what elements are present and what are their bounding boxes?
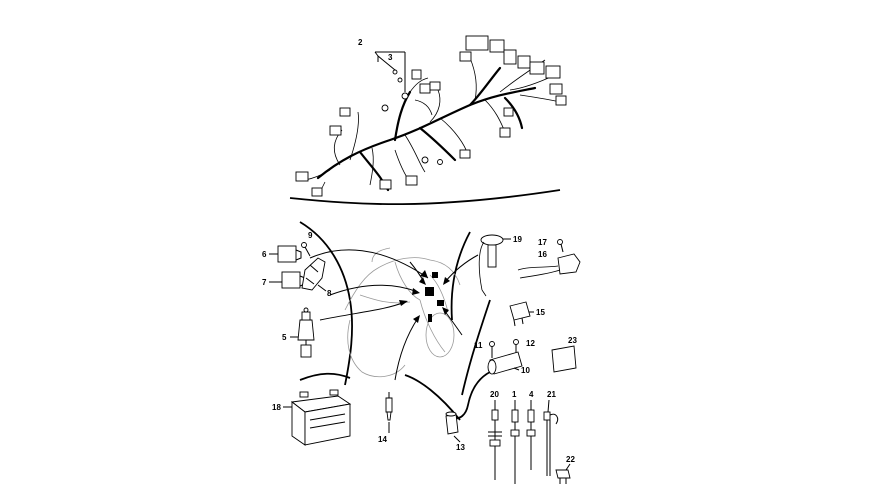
label-23: 23 bbox=[568, 336, 577, 345]
divider-arc-right-mid bbox=[461, 299, 491, 396]
label-20: 20 bbox=[490, 390, 499, 399]
part-9-screw bbox=[301, 242, 311, 257]
arrow-14 bbox=[394, 317, 419, 381]
part-21-cable bbox=[543, 411, 559, 476]
label-4: 4 bbox=[529, 390, 534, 399]
center-fuse bbox=[432, 272, 438, 278]
label-7: 7 bbox=[262, 278, 267, 287]
wiring-harness bbox=[295, 35, 567, 197]
divider-arc-top bbox=[289, 189, 561, 206]
divider-arc-bottom-left bbox=[299, 372, 351, 381]
part-8-bracket bbox=[301, 257, 326, 291]
label-3: 3 bbox=[388, 53, 393, 62]
part-18-battery bbox=[290, 389, 352, 446]
label-17: 17 bbox=[538, 238, 547, 247]
label-19: 19 bbox=[513, 235, 522, 244]
center-relay-block bbox=[425, 287, 434, 296]
part-4-fuse bbox=[526, 409, 536, 470]
label-2: 2 bbox=[358, 38, 363, 47]
divider-arc-left bbox=[299, 221, 353, 386]
label-22: 22 bbox=[566, 455, 575, 464]
part-17-screw bbox=[557, 239, 564, 253]
label-16: 16 bbox=[538, 250, 547, 259]
part-16-regulator bbox=[517, 253, 581, 279]
label-10: 10 bbox=[521, 366, 530, 375]
center-connector bbox=[437, 300, 444, 306]
label-12: 12 bbox=[526, 339, 535, 348]
label-13: 13 bbox=[456, 443, 465, 452]
center-switch bbox=[428, 314, 432, 322]
part-15-relay bbox=[509, 301, 531, 327]
label-18: 18 bbox=[272, 403, 281, 412]
part-22-clip bbox=[555, 469, 571, 484]
label-8: 8 bbox=[327, 289, 332, 298]
part-11-bolt bbox=[489, 341, 495, 358]
part-20-cable bbox=[488, 409, 502, 480]
part-19-sender bbox=[478, 234, 504, 297]
part-23-module bbox=[551, 345, 577, 373]
part-10-coil bbox=[451, 351, 523, 420]
label-5: 5 bbox=[282, 333, 287, 342]
label-1: 1 bbox=[512, 390, 517, 399]
label-21: 21 bbox=[547, 390, 556, 399]
label-14: 14 bbox=[378, 435, 387, 444]
part-5-switch bbox=[297, 307, 315, 358]
part-14-sensor bbox=[385, 392, 393, 421]
label-11: 11 bbox=[474, 341, 483, 350]
divider-arc-right-top bbox=[450, 231, 471, 321]
arrow-5 bbox=[319, 301, 406, 321]
part-1-fuse bbox=[510, 409, 520, 484]
label-15: 15 bbox=[536, 308, 545, 317]
arrow-6 bbox=[309, 249, 429, 279]
part-6-relay bbox=[277, 245, 302, 263]
arrow-10 bbox=[443, 309, 463, 336]
arrow-8 bbox=[329, 284, 419, 296]
part-7-relay bbox=[281, 271, 306, 289]
part-13-plug-cap bbox=[445, 411, 459, 435]
label-6: 6 bbox=[262, 250, 267, 259]
label-9: 9 bbox=[308, 231, 313, 240]
